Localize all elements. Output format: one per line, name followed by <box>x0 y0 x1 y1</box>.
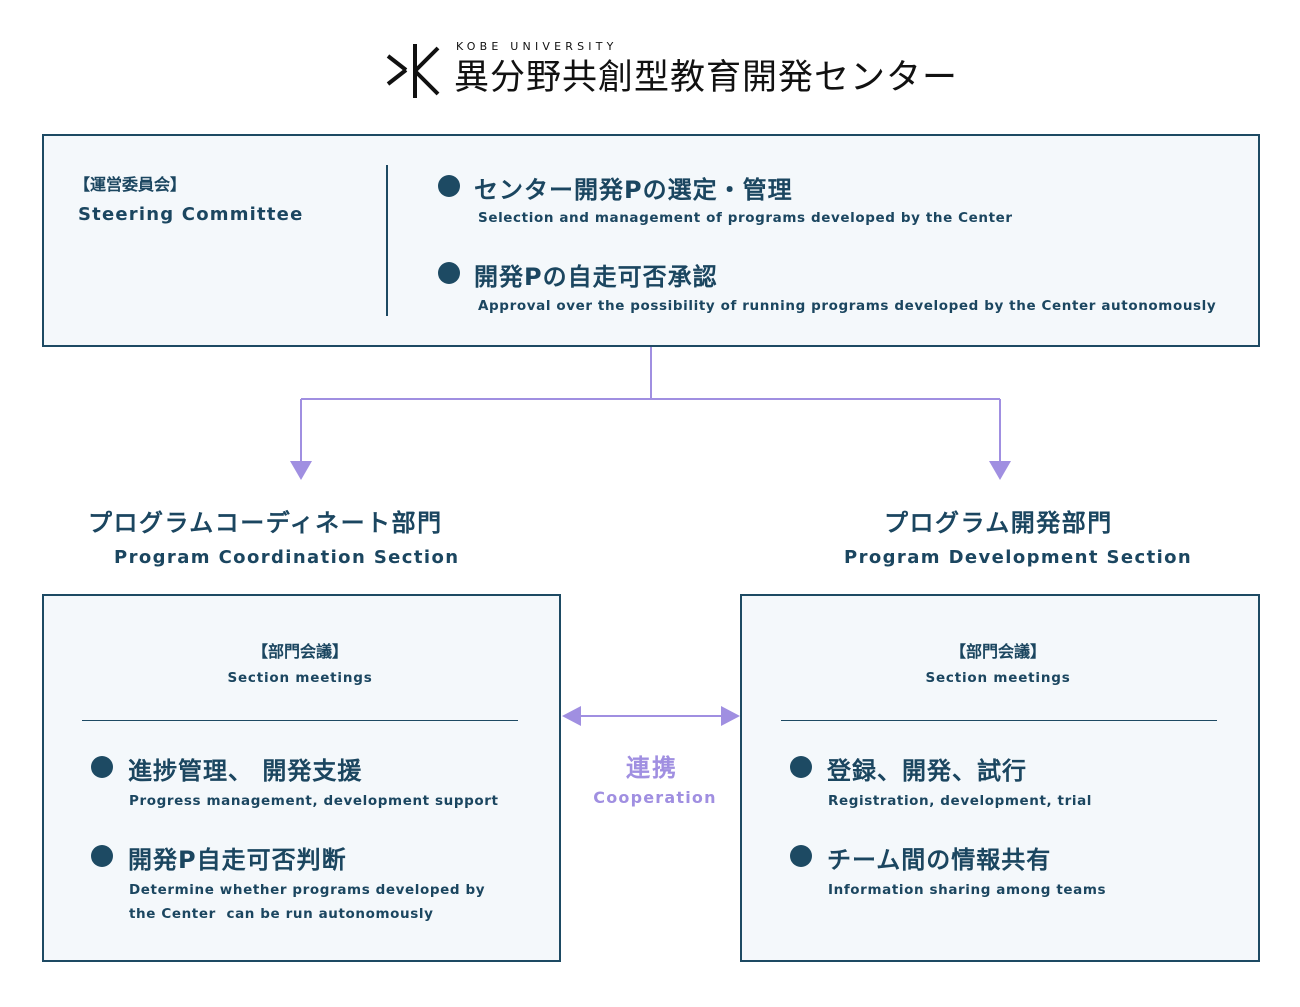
coordination-item-2-ja: 開発P自走可否判断 <box>128 846 347 874</box>
development-title-en: Program Development Section <box>844 547 1193 568</box>
development-item-2-en: Information sharing among teams <box>828 882 1107 898</box>
steering-committee-label-en: Steering Committee <box>78 204 304 225</box>
coordination-title-en: Program Coordination Section <box>114 547 460 568</box>
logo-university-name: KOBE UNIVERSITY <box>456 40 618 53</box>
committee-item-1-en: Selection and management of programs dev… <box>478 210 1013 226</box>
bullet-icon <box>790 756 812 778</box>
bullet-icon <box>438 262 460 284</box>
cooperation-label-en: Cooperation <box>593 788 717 807</box>
bullet-icon <box>91 756 113 778</box>
logo-center-name: 異分野共創型教育開発センター <box>454 58 959 98</box>
development-meeting-en: Section meetings <box>925 670 1071 686</box>
development-meeting-ja: 【部門会議】 <box>949 642 1046 661</box>
coordination-item-2-en-line1: Determine whether programs developed by <box>129 882 486 898</box>
coordination-item-1-en: Progress management, development support <box>129 793 499 809</box>
committee-item-2-en: Approval over the possibility of running… <box>478 298 1217 314</box>
development-section-box <box>740 594 1260 962</box>
coordination-section-box <box>42 594 561 962</box>
bullet-icon <box>91 845 113 867</box>
development-divider <box>781 720 1217 721</box>
committee-item-2-ja: 開発Pの自走可否承認 <box>474 263 718 291</box>
coordination-meeting-en: Section meetings <box>227 670 373 686</box>
bullet-icon <box>438 175 460 197</box>
committee-divider <box>386 165 388 316</box>
arrow-down-icon <box>989 461 1011 480</box>
bullet-icon <box>790 845 812 867</box>
steering-committee-box <box>42 134 1260 347</box>
coordination-divider <box>82 720 518 721</box>
kobe-university-logo-icon <box>386 44 440 98</box>
steering-committee-label-ja: 【運営委員会】 <box>74 175 187 194</box>
coordination-title-ja: プログラムコーディネート部門 <box>88 509 443 537</box>
coordination-meeting-ja: 【部門会議】 <box>251 642 348 661</box>
arrow-right-icon <box>721 706 740 726</box>
development-item-1-en: Registration, development, trial <box>828 793 1093 809</box>
development-item-2-ja: チーム間の情報共有 <box>827 846 1052 874</box>
arrow-down-icon <box>290 461 312 480</box>
coordination-item-1-ja: 進捗管理、 開発支援 <box>128 757 363 785</box>
development-item-1-ja: 登録、開発、試行 <box>827 757 1027 785</box>
cooperation-label-ja: 連携 <box>626 754 678 782</box>
development-title-ja: プログラム開発部門 <box>884 509 1113 537</box>
coordination-item-2-en-line2: the Center can be run autonomously <box>129 906 434 922</box>
arrow-left-icon <box>562 706 581 726</box>
committee-item-1-ja: センター開発Pの選定・管理 <box>474 176 793 204</box>
